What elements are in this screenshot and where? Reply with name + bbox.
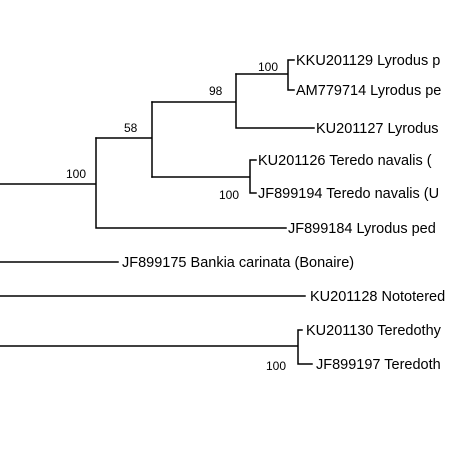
support-value: 58: [124, 121, 138, 135]
taxon-label: KU201130 Teredothy: [306, 323, 442, 339]
branch-clade-teredo-navalis: [151, 159, 257, 194]
taxon-label: JF899184 Lyrodus ped: [288, 221, 436, 237]
branch-clade-100-lower: [0, 137, 287, 229]
taxon-label: JF899197 Teredoth: [316, 357, 441, 373]
support-value: 100: [258, 60, 278, 74]
support-value: 100: [266, 359, 286, 373]
branch-clade-lyrodus-pair: [235, 59, 295, 91]
support-value: 98: [209, 84, 223, 98]
taxon-label: KU201126 Teredo navalis (: [258, 153, 432, 169]
branch-clade-teredothyra: [0, 329, 313, 365]
branch-clade-98: [151, 73, 315, 129]
support-value: 100: [66, 167, 86, 181]
taxon-label: KU201127 Lyrodus: [316, 121, 439, 137]
taxon-label: JF899175 Bankia carinata (Bonaire): [122, 255, 354, 271]
branch-clade-58: [95, 101, 153, 178]
taxon-label: KKU201129 Lyrodus p: [296, 53, 440, 69]
taxon-label: AM779714 Lyrodus pe: [296, 83, 441, 99]
taxon-label: JF899194 Teredo navalis (U: [258, 186, 439, 202]
taxon-label: KU201128 Nototered: [310, 289, 445, 305]
support-value: 100: [219, 188, 239, 202]
